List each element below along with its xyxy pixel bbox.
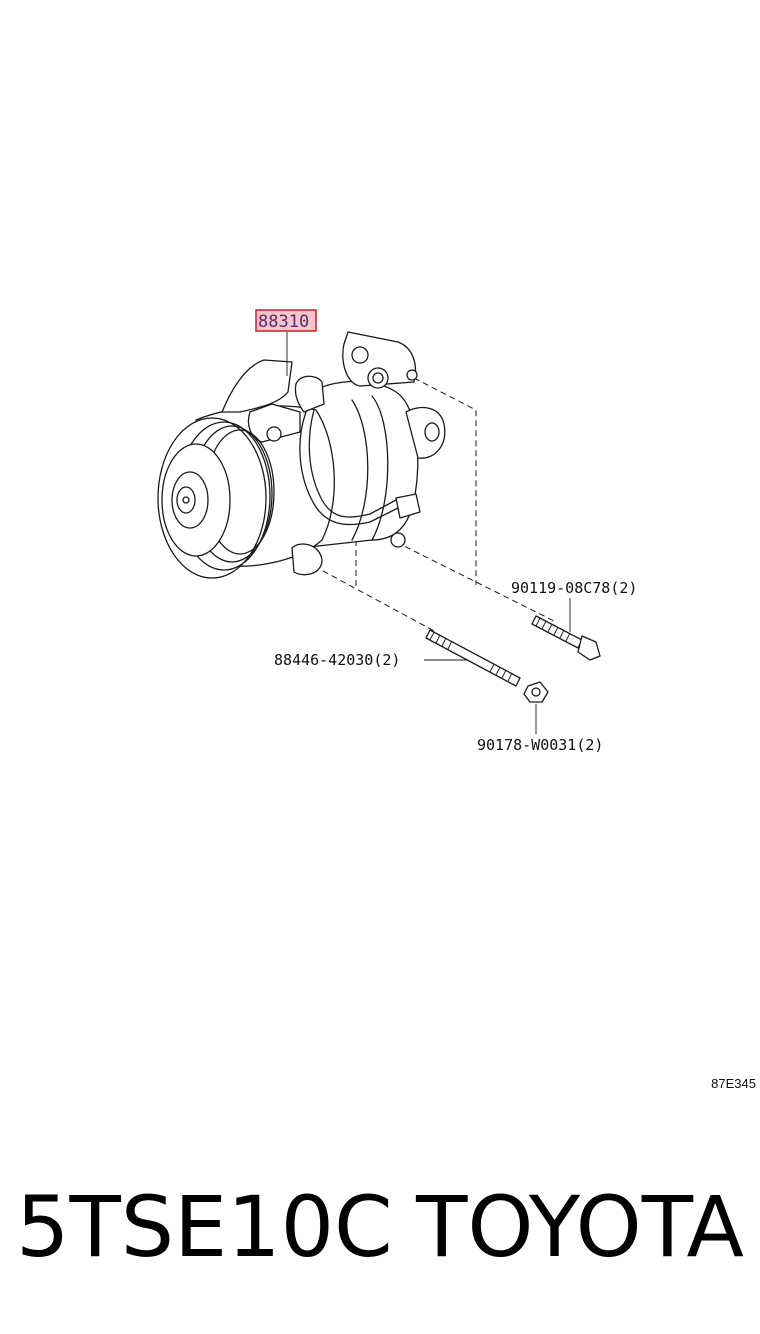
part-label-90119[interactable]: 90119-08C78(2) (511, 579, 637, 597)
part-number-88310[interactable]: 88310 (258, 312, 309, 332)
part-label-88446[interactable]: 88446-42030(2) (274, 651, 400, 669)
highlighted-part[interactable]: 88310 (255, 309, 317, 332)
illustration-code: 87E345 (711, 1076, 756, 1091)
leader-lines (286, 332, 571, 734)
stud-88446 (425, 629, 521, 687)
highlight-box (255, 309, 317, 332)
nut-90178 (523, 681, 549, 703)
model-name: 5TSE10C (16, 1178, 393, 1276)
brand-name: TOYOTA (415, 1178, 744, 1276)
part-label-90178[interactable]: 90178-W0031(2) (477, 736, 603, 754)
compressor-drawing (157, 331, 446, 579)
bolt-90119 (531, 615, 601, 661)
